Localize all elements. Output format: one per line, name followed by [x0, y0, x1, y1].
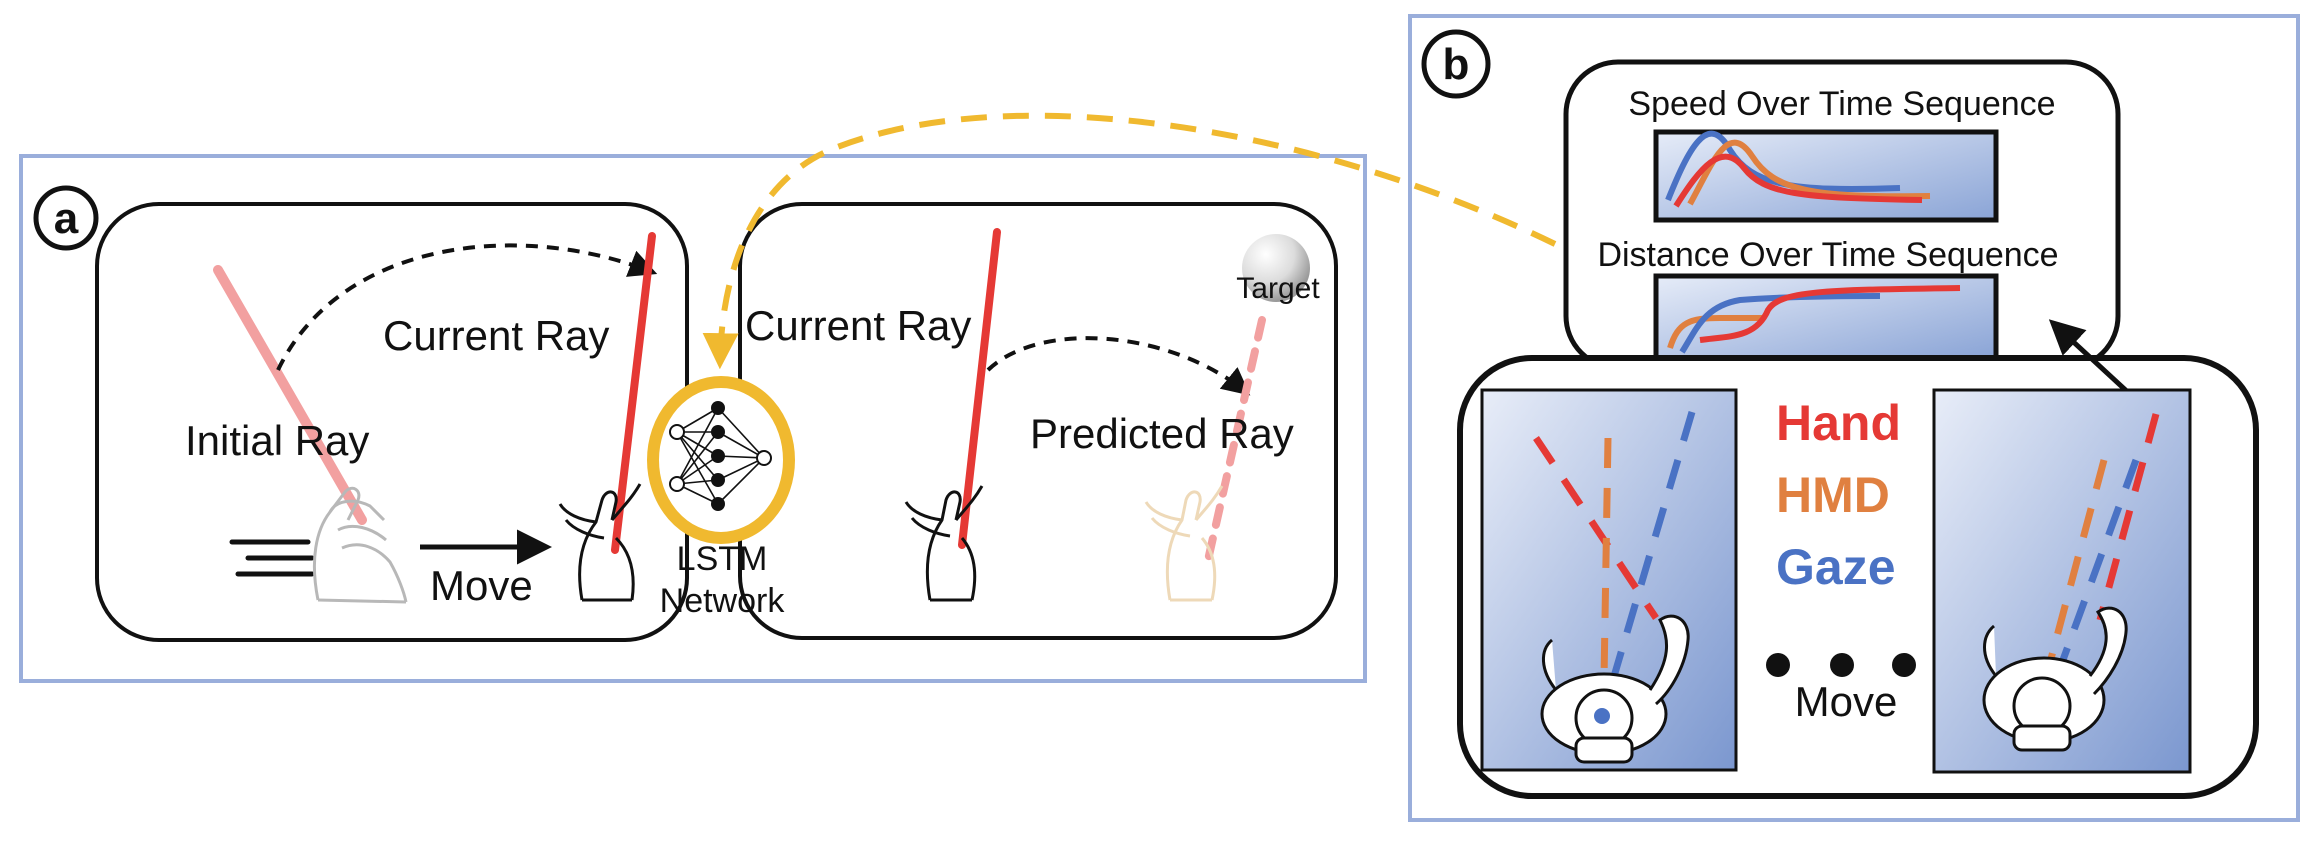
ellipsis-icon [1766, 653, 1916, 677]
legend-gaze: Gaze [1776, 539, 1896, 595]
network-label: Network [660, 582, 786, 620]
panel-b: b Speed Over Time Sequence Distance Over… [1408, 14, 2300, 822]
current-ray-right [958, 228, 1001, 549]
current-ray-left [611, 232, 656, 554]
distance-chart [1653, 273, 1999, 361]
speed-chart-title: Speed Over Time Sequence [1628, 85, 2055, 123]
distance-series-hmd [1667, 315, 1762, 349]
legend-hmd: HMD [1776, 467, 1890, 523]
distance-chart-title: Distance Over Time Sequence [1597, 236, 2058, 274]
speed-chart [1653, 129, 1999, 223]
motion-lines-icon [229, 539, 315, 577]
hand-current-icon [558, 483, 642, 602]
view-right [1932, 388, 2192, 774]
current-ray-right-label: Current Ray [745, 302, 971, 349]
prediction-arrow [986, 336, 1251, 396]
speed-series-gaze [1665, 130, 1901, 202]
move-label-a: Move [430, 562, 533, 609]
panel-b-frame [1408, 14, 2300, 822]
badge-b-label: b [1443, 40, 1470, 89]
ray-transition-arrow [276, 243, 658, 371]
legend-hand: Hand [1776, 395, 1901, 451]
lstm-label: LSTM [677, 540, 768, 578]
data-flow-arrow [2048, 319, 2134, 398]
lstm-network-icon [647, 376, 795, 544]
badge-a-label: a [54, 194, 79, 243]
predicted-ray [1204, 316, 1266, 564]
hand-ray-right [2096, 413, 2160, 621]
initial-ray-label: Initial Ray [185, 417, 369, 464]
user-topdown-right-icon [1982, 606, 2128, 752]
hand-ray-left [1533, 436, 1659, 620]
hmd-ray-left [1600, 437, 1612, 681]
hand-right-icon [904, 485, 984, 602]
distance-series-hand [1699, 285, 1961, 343]
panel-a-frame [19, 154, 1367, 683]
current-ray-left-label: Current Ray [383, 312, 609, 359]
panel-a: a Current Ray Initial Ray Move [19, 154, 1367, 683]
hand-predicted-icon [1144, 485, 1224, 602]
target-label: Target [1236, 272, 1320, 305]
feature-input-arrow [702, 112, 1557, 370]
speed-series-hand [1673, 153, 1923, 208]
target-sphere [1242, 234, 1310, 302]
badge-b: b [1421, 29, 1491, 99]
move-label-b: Move [1795, 678, 1898, 725]
distance-series-gaze [1679, 293, 1881, 354]
predicted-ray-label: Predicted Ray [1030, 410, 1294, 457]
badge-a: a [33, 185, 99, 251]
hand-initial-icon [312, 486, 408, 604]
gaze-ray-right [2048, 458, 2140, 692]
view-left [1480, 388, 1738, 772]
user-topdown-left-icon [1540, 614, 1690, 764]
initial-ray [213, 265, 367, 525]
